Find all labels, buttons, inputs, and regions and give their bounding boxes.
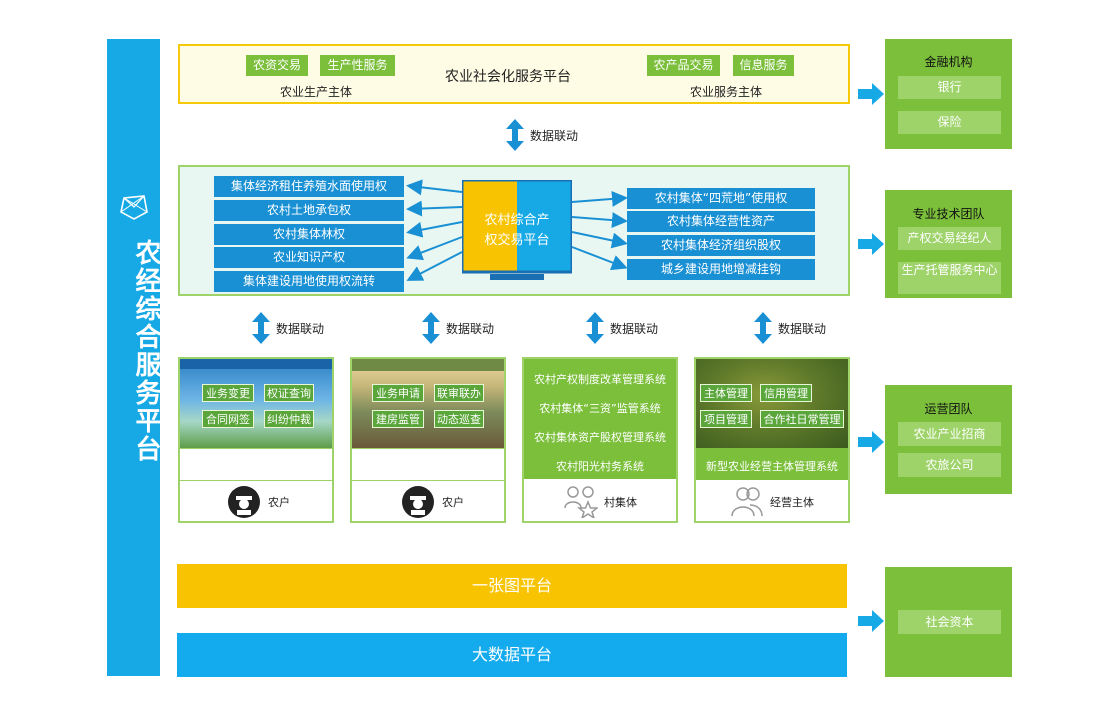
panel-social-capital: 社会资本 (885, 567, 1012, 677)
tag-credit-management: 信用管理 (760, 384, 812, 402)
tag-business-change: 业务变更 (202, 384, 254, 402)
system-reform: 农村产权制度改革管理系统 (534, 373, 666, 386)
right-arrow-icon (858, 83, 884, 105)
panel-title: 运营团队 (924, 402, 973, 416)
right-item-equity: 农村集体经济组织股权 (627, 235, 815, 256)
card-footer-label: 村集体 (604, 496, 637, 509)
system-new-entities: 新型农业经营主体管理系统 (706, 460, 838, 473)
social-service-platform: 农资交易 生产性服务 农业生产主体 农业社会化服务平台 农产品交易 信息服务 农… (178, 44, 850, 104)
right-item-operating-assets: 农村集体经营性资产 (627, 211, 815, 232)
screenshot-thumbnail: 主体管理 信用管理 项目管理 合作社日常管理 (696, 359, 848, 448)
tag-agri-supplies: 农资交易 (246, 55, 308, 76)
screenshot-thumbnail: 业务申请 联审联办 建房监管 动态巡查 (352, 359, 504, 448)
top-platform-title: 农业社会化服务平台 (445, 69, 571, 85)
card-footer: 经营主体 (696, 479, 848, 521)
monitor-icon (462, 180, 572, 280)
card-farmer-housing: 业务申请 联审联办 建房监管 动态巡查 农户 (350, 357, 506, 523)
one-map-platform: 一张图平台 (177, 564, 847, 608)
tag-certificate-query: 权证查询 (264, 384, 314, 402)
panel-title: 金融机构 (924, 55, 973, 69)
tag-dynamic-patrol: 动态巡查 (434, 410, 484, 428)
right-item-land-linkage: 城乡建设用地增减挂钩 (627, 259, 815, 280)
tag-produce-trade: 农产品交易 (647, 55, 720, 76)
item-social-capital: 社会资本 (898, 610, 1001, 634)
users-icon (731, 487, 763, 517)
card-farmer-rights: 业务变更 权证查询 合同网签 纠纷仲裁 农户 (178, 357, 334, 523)
panel-title: 专业技术团队 (912, 207, 985, 221)
card-footer: 农户 (352, 479, 504, 521)
data-link-label: 数据联动 (446, 322, 495, 336)
data-link-label: 数据联动 (778, 322, 827, 336)
farmer-avatar-icon (228, 486, 260, 518)
left-item-forest-rights: 农村集体林权 (214, 224, 404, 245)
right-arrow-icon (858, 610, 884, 632)
item-agri-tourism: 农旅公司 (898, 453, 1001, 477)
card-footer-label: 农户 (442, 496, 464, 509)
system-village-affairs: 农村阳光村务系统 (556, 460, 644, 473)
updown-arrow-icon (252, 312, 270, 344)
card-footer: 农户 (180, 479, 332, 521)
left-item-ip-rights: 农业知识产权 (214, 247, 404, 268)
item-investment: 农业产业招商 (898, 422, 1001, 446)
right-item-four-wasteland: 农村集体“四荒地”使用权 (627, 188, 815, 209)
left-item-construction-land: 集体建设用地使用权流转 (214, 271, 404, 292)
right-arrow-icon (858, 431, 884, 453)
property-rights-trading-section: 集体经济租住养殖水面使用权 农村土地承包权 农村集体林权 农业知识产权 集体建设… (178, 165, 850, 296)
panel-tech-team: 专业技术团队 产权交易经纪人 生产托管服务中心 (885, 190, 1012, 298)
label-producers: 农业生产主体 (280, 85, 353, 99)
tag-entity-management: 主体管理 (700, 384, 752, 402)
tag-info-service: 信息服务 (733, 55, 794, 76)
card-business-entity: 主体管理 信用管理 项目管理 合作社日常管理 新型农业经营主体管理系统 经营主体 (694, 357, 850, 523)
tag-building-supervision: 建房监管 (372, 410, 424, 428)
tag-project-management: 项目管理 (700, 410, 752, 428)
item-broker: 产权交易经纪人 (898, 227, 1001, 250)
system-equity: 农村集体资产股权管理系统 (534, 431, 666, 444)
platform-title: 农经综合服务平台 (131, 239, 161, 463)
label-service-providers: 农业服务主体 (690, 85, 763, 99)
platform-side-bar: 农经综合服务平台 (107, 39, 161, 676)
tag-production-service: 生产性服务 (320, 55, 395, 76)
updown-arrow-icon (506, 119, 524, 151)
tag-business-apply: 业务申请 (372, 384, 424, 402)
right-arrow-icon (858, 233, 884, 255)
screenshot-thumbnail: 业务变更 权证查询 合同网签 纠纷仲裁 (180, 359, 332, 448)
group-icon (564, 486, 598, 518)
updown-arrow-icon (422, 312, 440, 344)
item-hosting-center: 生产托管服务中心 (898, 262, 1001, 294)
updown-arrow-icon (754, 312, 772, 344)
big-data-platform: 大数据平台 (177, 633, 847, 677)
card-footer-label: 经营主体 (770, 496, 814, 509)
tag-joint-review: 联审联办 (434, 384, 484, 402)
card-footer-label: 农户 (268, 496, 290, 509)
item-bank: 银行 (898, 76, 1001, 99)
tag-cooperative-management: 合作社日常管理 (760, 410, 844, 428)
data-link-label: 数据联动 (276, 322, 325, 336)
left-item-water-area: 集体经济租住养殖水面使用权 (214, 176, 404, 197)
card-footer: 村集体 (524, 479, 676, 521)
card-village-collective: 农村产权制度改革管理系统 农村集体“三资”监管系统 农村集体资产股权管理系统 农… (522, 357, 678, 523)
data-link-label: 数据联动 (530, 129, 579, 143)
panel-financial: 金融机构 银行 保险 (885, 39, 1012, 149)
left-item-land-contract: 农村土地承包权 (214, 200, 404, 221)
farmer-avatar-icon (402, 486, 434, 518)
connection-arrows (406, 179, 628, 281)
data-link-label: 数据联动 (610, 322, 659, 336)
tag-dispute-arbitration: 纠纷仲裁 (264, 410, 314, 428)
updown-arrow-icon (586, 312, 604, 344)
center-title-line2: 权交易平台 (484, 233, 550, 248)
center-title-line1: 农村综合产 (484, 213, 550, 228)
trading-platform-monitor: 农村综合产 权交易平台 (462, 180, 572, 280)
panel-operations: 运营团队 农业产业招商 农旅公司 (885, 385, 1012, 494)
system-three-assets: 农村集体“三资”监管系统 (539, 402, 661, 415)
item-insurance: 保险 (898, 111, 1001, 134)
network-icon (120, 195, 148, 220)
tag-contract-sign: 合同网签 (202, 410, 254, 428)
